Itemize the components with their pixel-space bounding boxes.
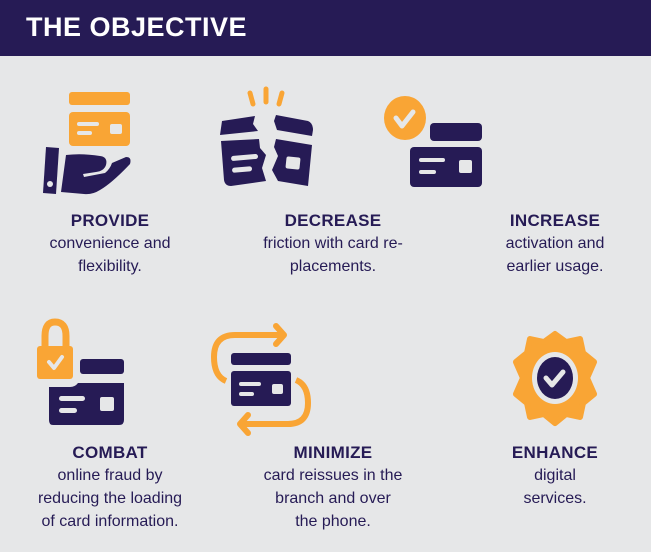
- objective-line: friction with card re-: [263, 235, 403, 252]
- objective-line: services.: [523, 490, 587, 507]
- objective-line: branch and over: [275, 490, 391, 507]
- objective-line: the phone.: [295, 513, 371, 530]
- objective-line: placements.: [289, 258, 377, 275]
- objective-line: digital: [534, 467, 576, 484]
- objective-title: MINIMIZE: [293, 443, 373, 462]
- objective-increase: INCREASE activation and earlier usage.: [455, 209, 651, 278]
- objective-line: reducing the loading: [37, 490, 183, 507]
- broken-card-icon: [220, 86, 313, 186]
- objective-title: INCREASE: [509, 211, 601, 230]
- objective-line: online fraud by: [57, 467, 163, 484]
- objective-line: earlier usage.: [506, 258, 604, 275]
- verified-badge-icon: [513, 331, 597, 426]
- objective-title: COMBAT: [72, 443, 148, 462]
- objective-decrease: DECREASE friction with card re- placemen…: [233, 209, 433, 278]
- lock-card-icon: [37, 318, 124, 425]
- objective-title: ENHANCE: [511, 443, 599, 462]
- objective-line: convenience and: [49, 235, 171, 252]
- card-exchange-icon: [210, 323, 312, 436]
- hand-card-icon: [43, 92, 131, 195]
- page-title: THE OBJECTIVE: [26, 12, 248, 42]
- objective-enhance: ENHANCE digital services.: [455, 441, 651, 510]
- objective-line: activation and: [505, 235, 605, 252]
- objective-provide: PROVIDE convenience and flexibility.: [10, 209, 210, 278]
- objective-line: card reissues in the: [263, 467, 403, 484]
- objective-title: DECREASE: [284, 211, 382, 230]
- objective-minimize: MINIMIZE card reissues in the branch and…: [233, 441, 433, 533]
- card-check-icon: [379, 90, 482, 187]
- objective-line: flexibility.: [78, 258, 142, 275]
- objective-title: PROVIDE: [70, 211, 150, 230]
- objective-line: of card information.: [41, 513, 179, 530]
- objective-combat: COMBAT online fraud by reducing the load…: [10, 441, 210, 533]
- header-bar: THE OBJECTIVE: [0, 0, 651, 56]
